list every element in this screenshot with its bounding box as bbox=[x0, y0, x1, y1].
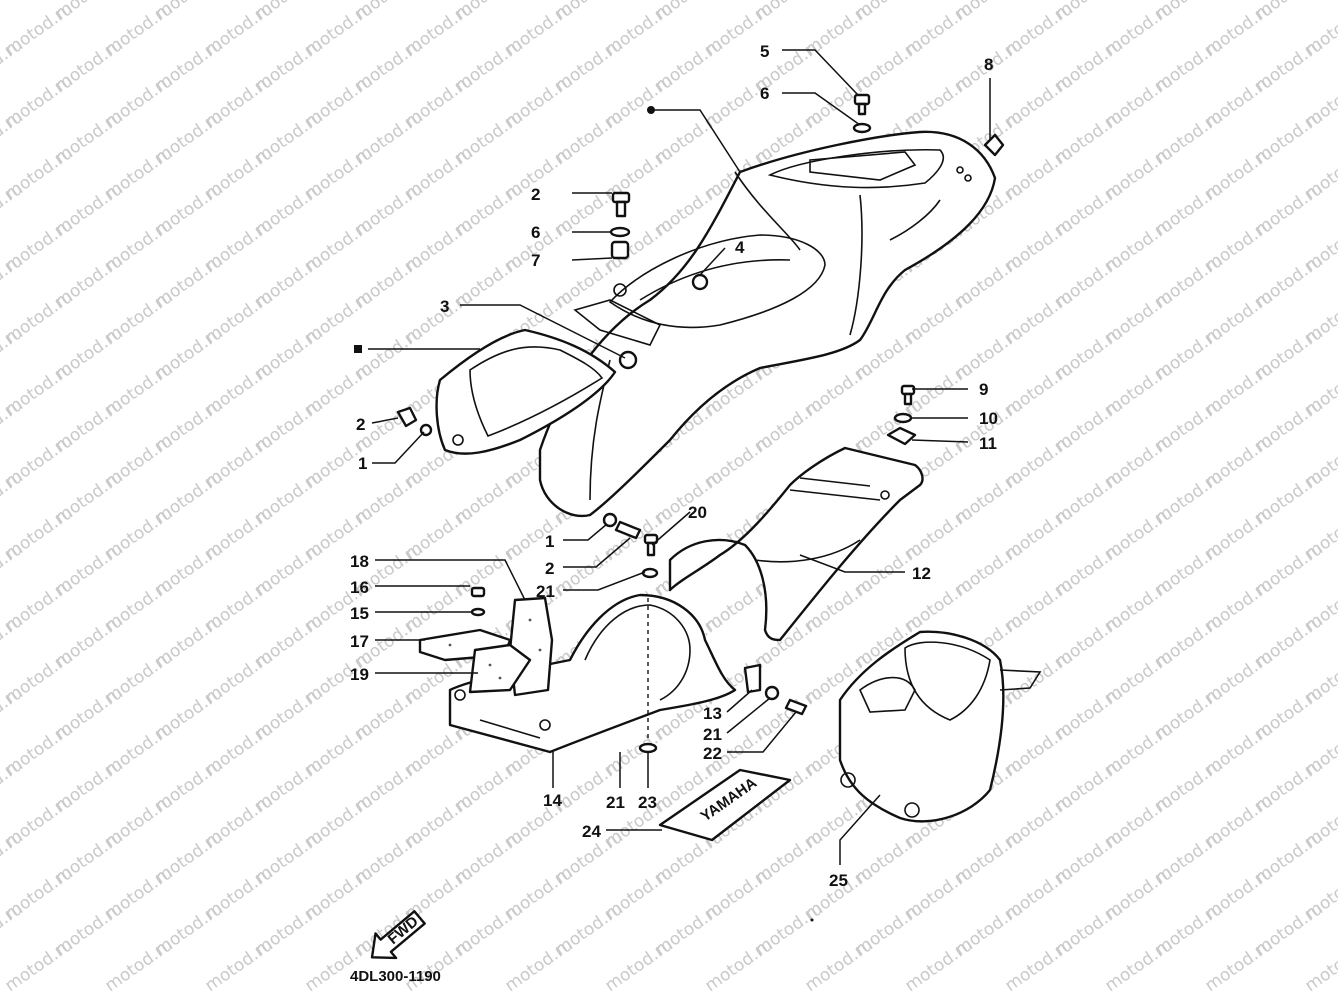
watermark-text: motod.ru bbox=[901, 935, 976, 996]
watermark-text: motod.ru bbox=[401, 935, 476, 996]
callout-2: 2 bbox=[545, 559, 554, 578]
callout-8: 8 bbox=[984, 55, 993, 74]
rear-undercover bbox=[838, 630, 1042, 823]
callout-25: 25 bbox=[829, 871, 848, 890]
watermark-text: motod.ru bbox=[101, 935, 176, 996]
callout-3: 3 bbox=[440, 297, 449, 316]
callout-2: 2 bbox=[531, 185, 540, 204]
watermark-text: motod.ru bbox=[201, 935, 276, 996]
callout-6: 6 bbox=[760, 84, 769, 103]
callout-labels: 5 6 8 2 6 7 4 3 2 1 9 10 11 20 1 2 21 18… bbox=[350, 42, 998, 890]
watermark-text: motod.ru bbox=[1301, 935, 1338, 996]
callout-24: 24 bbox=[582, 822, 601, 841]
battery-bracket-parts bbox=[418, 596, 554, 697]
callout-10: 10 bbox=[979, 409, 998, 428]
callout-12: 12 bbox=[912, 564, 931, 583]
callout-22: 22 bbox=[703, 744, 722, 763]
callout-7: 7 bbox=[531, 251, 540, 270]
callout-1: 1 bbox=[545, 532, 554, 551]
leader-lines bbox=[368, 49, 991, 865]
hardware bbox=[396, 93, 1005, 754]
watermark-text: motod.ru bbox=[1201, 935, 1276, 996]
watermark-text: motod.ru bbox=[1001, 935, 1076, 996]
callout-18: 18 bbox=[350, 552, 369, 571]
callout-21: 21 bbox=[536, 582, 555, 601]
callout-19: 19 bbox=[350, 665, 369, 684]
callout-1: 1 bbox=[358, 454, 367, 473]
watermark-text: motod.ru bbox=[701, 935, 776, 996]
callout-5: 5 bbox=[760, 42, 769, 61]
callout-6: 6 bbox=[531, 223, 540, 242]
callout-17: 17 bbox=[350, 632, 369, 651]
watermark-text: motod.ru bbox=[1, 935, 76, 996]
inner-fender-tray bbox=[448, 593, 737, 754]
watermark-text: motod.ru bbox=[601, 935, 676, 996]
watermark-text: motod.ru bbox=[801, 935, 876, 996]
side-cover-left bbox=[435, 328, 617, 455]
callout-2: 2 bbox=[356, 415, 365, 434]
callout-11: 11 bbox=[979, 434, 997, 453]
diagram-code: 4DL300-1190 bbox=[350, 968, 441, 985]
callout-14: 14 bbox=[543, 791, 562, 810]
watermark-text: motod.ru bbox=[301, 935, 376, 996]
callout-9: 9 bbox=[979, 380, 988, 399]
callout-16: 16 bbox=[350, 578, 369, 597]
watermark-text: motod.ru bbox=[1101, 935, 1176, 996]
watermark-text: motod.ru bbox=[501, 935, 576, 996]
callout-4: 4 bbox=[735, 238, 745, 257]
callout-15: 15 bbox=[350, 604, 369, 623]
callout-21: 21 bbox=[703, 725, 722, 744]
watermark-text: motod.ru bbox=[0, 0, 27, 24]
callout-23: 23 bbox=[638, 793, 657, 812]
callout-13: 13 bbox=[703, 704, 722, 723]
callout-20: 20 bbox=[688, 503, 707, 522]
tail-cowl-assembly bbox=[538, 130, 997, 518]
callout-21: 21 bbox=[606, 793, 625, 812]
